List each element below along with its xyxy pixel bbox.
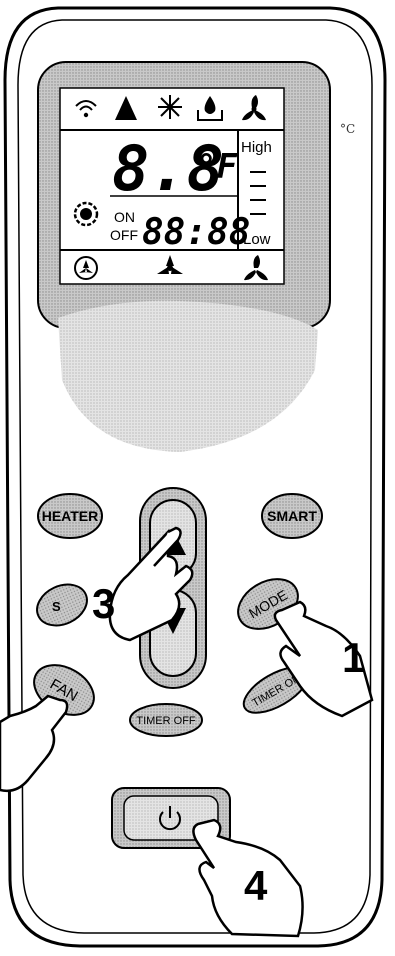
hand-pointer-step3 <box>108 526 194 642</box>
off-label: OFF <box>110 227 138 243</box>
fan-speed-bars <box>250 171 266 215</box>
hand-pointer-step4 <box>192 818 304 938</box>
fan-icon <box>242 95 266 121</box>
time-value: 88:88 <box>142 212 250 253</box>
step-1-number: 1 <box>342 634 365 681</box>
sleep-button[interactable]: S <box>30 577 93 633</box>
remote-body-inner-edge <box>17 19 373 934</box>
lcd-panel <box>59 87 285 285</box>
temperature-unit: °F <box>196 147 238 187</box>
timer-off-label: TIMER OFF <box>136 715 196 727</box>
step-4-number: 4 <box>244 862 268 909</box>
snowflake-icon <box>158 95 182 119</box>
lens-area <box>58 300 318 452</box>
fan-medium-icon <box>157 255 183 274</box>
smart-label: SMART <box>267 508 317 524</box>
hand-pointer-step1 <box>273 600 374 718</box>
fan-high-label: High <box>241 139 272 156</box>
on-label: ON <box>114 209 135 225</box>
heater-button[interactable]: HEATER <box>37 493 103 539</box>
dehumidify-drop-icon <box>197 96 223 121</box>
step-3-number: 3 <box>92 580 115 627</box>
temperature-value: 8.8 <box>112 132 224 205</box>
hand-pointer-fan <box>0 694 69 793</box>
fan-low-icon <box>244 255 268 281</box>
sleep-label: S <box>52 599 61 614</box>
fan-circle-icon <box>74 256 98 280</box>
wifi-icon <box>75 100 97 118</box>
celsius-unit-label: °C <box>340 122 356 136</box>
power-icon <box>159 806 181 831</box>
smart-button[interactable]: SMART <box>261 493 323 539</box>
timer-off-button[interactable]: TIMER OFF <box>129 703 203 737</box>
heat-triangle-icon <box>115 96 137 120</box>
swing-target-icon <box>73 201 99 227</box>
heater-label: HEATER <box>42 508 99 524</box>
fan-low-label: Low <box>243 231 271 248</box>
